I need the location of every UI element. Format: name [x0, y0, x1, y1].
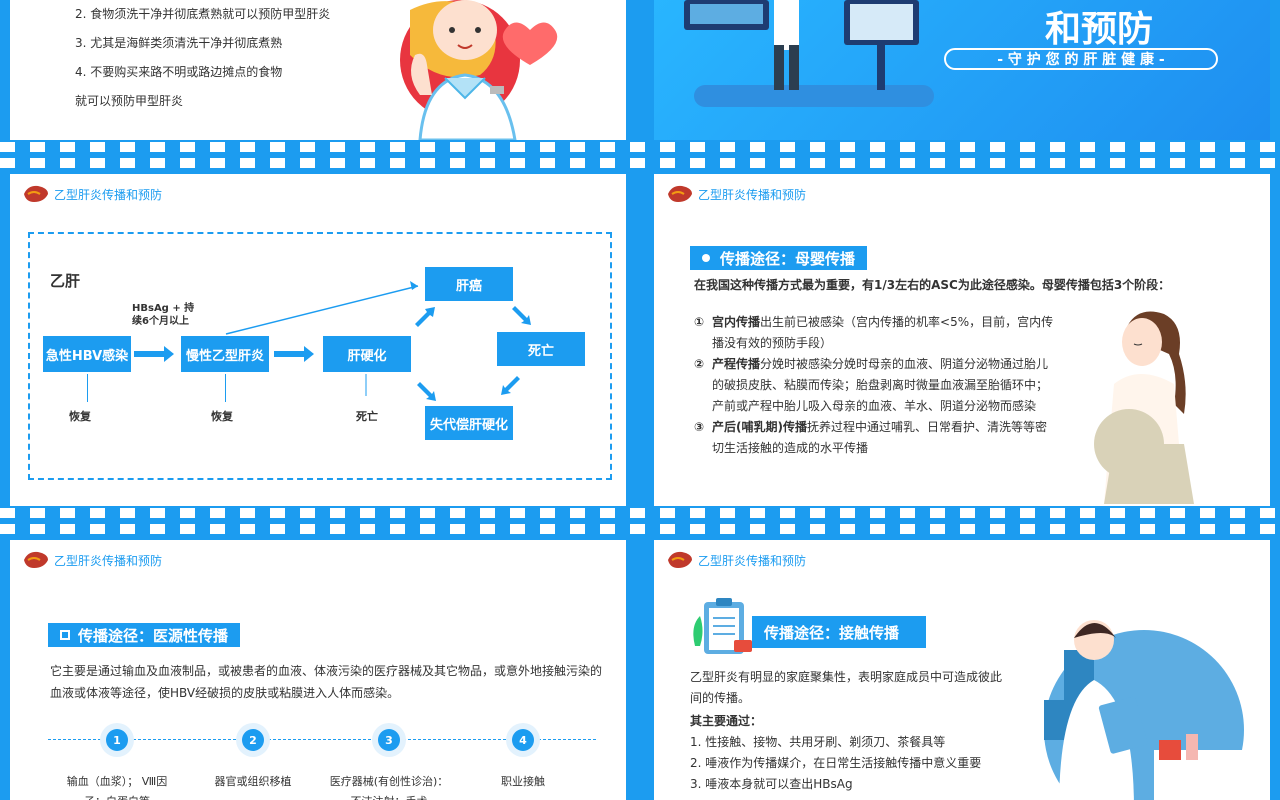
diagram-frame — [28, 232, 612, 480]
connector-line — [87, 374, 88, 402]
divider-band — [0, 142, 1280, 152]
section-pill-label: 传播途径：接触传播 — [764, 623, 900, 642]
node-death: 死亡 — [497, 332, 585, 366]
cover-subtitle: - 守 护 您 的 肝 脏 健 康 - — [944, 48, 1218, 70]
label-recover: 恢复 — [211, 410, 233, 423]
node-liver-cancer: 肝癌 — [425, 267, 513, 301]
section-intro: 乙型肝炎有明显的家庭聚集性，表明家庭成员中可造成彼此间的传播。 — [690, 670, 1003, 705]
liver-icon — [668, 185, 692, 202]
bullet-icon — [702, 254, 710, 262]
diagram-note: HBsAg + 持续6个月以上 — [132, 303, 195, 327]
node-chronic-hepatitis: 慢性乙型肝炎 — [181, 336, 269, 372]
slide-header-title: 乙型肝炎传播和预防 — [698, 187, 807, 202]
slide-header: 乙型肝炎传播和预防 — [666, 184, 806, 204]
clipboard-icon — [693, 598, 752, 654]
list-item-text: 抚养过程中通过哺乳、日常看护、清洗等等密切生活接触的造成的水平传播 — [712, 420, 1047, 455]
node-decompensated-cirrhosis: 失代偿肝硬化 — [425, 406, 513, 440]
section-pill-label: 传播途径：医源性传播 — [78, 626, 229, 645]
list-item-title: 宫内传播 — [712, 315, 761, 329]
slide-header-title: 乙型肝炎传播和预防 — [54, 187, 163, 202]
list-item: 3. 唾液本身就可以查出HBsAg — [690, 777, 853, 791]
label-recover: 恢复 — [69, 410, 91, 423]
cover-title: 和预防 — [1044, 9, 1153, 50]
slide-header: 乙型肝炎传播和预防 — [666, 550, 806, 570]
slide-header-title: 乙型肝炎传播和预防 — [698, 553, 807, 568]
section-pill: 传播途径：医源性传播 — [48, 623, 241, 647]
slide-header: 乙型肝炎传播和预防 — [22, 184, 162, 204]
nurse-illustration — [400, 0, 558, 140]
list-number: ② — [694, 357, 705, 371]
step-text: 医疗器械(有创性诊治)：不洁注射；手术 — [329, 775, 449, 800]
list-item-text: 出生前已被感染（宫内传播的机率<5%，目前，宫内传播没有效的预防手段） — [712, 315, 1054, 350]
timeline-line — [48, 739, 596, 740]
list-item: 4. 不要购买来路不明或路边摊点的食物 — [75, 65, 283, 79]
divider-band — [0, 158, 1280, 168]
list-item: ① 宫内传播出生前已被感染（宫内传播的机率<5%，目前，宫内传播没有效的预防手段… — [694, 312, 1054, 354]
node-acute-hbv: 急性HBV感染 — [43, 336, 131, 372]
liver-icon — [668, 551, 692, 568]
slide-header-title: 乙型肝炎传播和预防 — [54, 553, 163, 568]
list-item-title: 产后(哺乳期)传播 — [712, 420, 807, 434]
section-subheading: 其主要通过： — [690, 714, 763, 728]
slide-medical-transmission: 乙型肝炎传播和预防 传播途径：医源性传播 它主要是通过输血及血液制品，或被患者的… — [10, 540, 626, 800]
step-text: 职业接触 — [501, 775, 545, 788]
list-item: 就可以预防甲型肝炎 — [75, 94, 184, 108]
flow-arrows — [134, 281, 531, 401]
slide-header: 乙型肝炎传播和预防 — [22, 550, 162, 570]
doctor-computer-illustration — [684, 0, 934, 107]
slide-hbv-progression: 乙型肝炎传播和预防 乙肝 HBsAg + 持续6个月以上 急性HBV感染 慢性乙… — [10, 174, 626, 506]
list-item: 2. 食物须洗干净并彻底煮熟就可以预防甲型肝炎 — [75, 7, 331, 21]
label-death: 死亡 — [356, 410, 378, 423]
slide-hepatitis-a-prevention: 2. 食物须洗干净并彻底煮熟就可以预防甲型肝炎 3. 尤其是海鲜类须清洗干净并彻… — [10, 0, 626, 140]
list-item: 3. 尤其是海鲜类须清洗干净并彻底煮熟 — [75, 36, 283, 50]
section-pill: 传播途径：母婴传播 — [690, 246, 868, 270]
list-item: 1. 性接触、接物、共用牙刷、剃须刀、茶餐具等 — [690, 735, 946, 749]
slide-mother-infant-transmission: 乙型肝炎传播和预防 传播途径：母婴传播 在我国这种传播方式最为重要，有1/3左右… — [654, 174, 1270, 506]
checkbox-icon — [60, 630, 70, 640]
liver-icon — [24, 185, 48, 202]
section-pill: 传播途径：接触传播 — [752, 616, 926, 648]
slide-contact-transmission: 乙型肝炎传播和预防 传播途径：接触传播 乙型肝炎有明显的家庭聚集性，表明家庭成员… — [654, 540, 1270, 800]
step-text: 输血（血浆）； Ⅷ因子；白蛋白等 — [66, 775, 168, 800]
stage-list: ① 宫内传播出生前已被感染（宫内传播的机率<5%，目前，宫内传播没有效的预防手段… — [694, 312, 1054, 459]
list-item-text: 分娩时被感染分娩时母亲的血液、阴道分泌物通过胎儿的破损皮肤、粘膜而传染；胎盘剥离… — [712, 357, 1049, 413]
node-cirrhosis: 肝硬化 — [323, 336, 411, 372]
slide-title-cover: 和预防 - 守 护 您 的 肝 脏 健 康 - — [654, 0, 1270, 140]
list-item-title: 产程传播 — [712, 357, 761, 371]
step-marker: 3 — [378, 729, 400, 751]
section-text: 它主要是通过输血及血液制品，或被患者的血液、体液污染的医疗器械及其它物品，或意外… — [50, 664, 603, 700]
divider-band — [0, 524, 1280, 534]
step-marker: 4 — [512, 729, 534, 751]
pregnant-woman-illustration — [1094, 311, 1194, 504]
section-intro: 在我国这种传播方式最为重要，有1/3左右的ASC为此途径感染。母婴传播包括3个阶… — [694, 278, 1171, 292]
divider-band — [0, 508, 1280, 518]
step-marker: 2 — [242, 729, 264, 751]
list-item: ③ 产后(哺乳期)传播抚养过程中通过哺乳、日常看护、清洗等等密切生活接触的造成的… — [694, 417, 1054, 459]
list-item: ② 产程传播分娩时被感染分娩时母亲的血液、阴道分泌物通过胎儿的破损皮肤、粘膜而传… — [694, 354, 1054, 417]
section-pill-label: 传播途径：母婴传播 — [720, 249, 856, 268]
list-number: ① — [694, 315, 705, 329]
liver-icon — [24, 551, 48, 568]
step-marker: 1 — [106, 729, 128, 751]
connector-line — [225, 374, 226, 402]
diagram-heading: 乙肝 — [50, 272, 81, 290]
doctor-illustration — [1044, 620, 1244, 800]
list-number: ③ — [694, 420, 705, 434]
step-text: 器官或组织移植 — [214, 775, 292, 788]
list-item: 2. 唾液作为传播媒介，在日常生活接触传播中意义重要 — [690, 756, 982, 770]
